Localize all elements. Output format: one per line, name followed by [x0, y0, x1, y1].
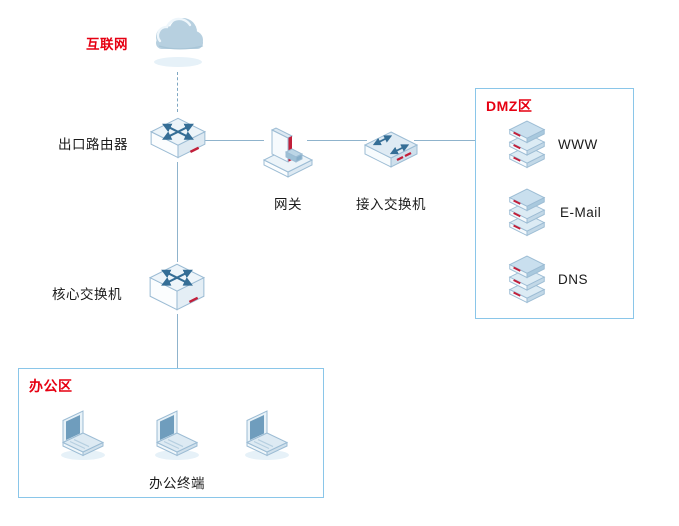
office-zone: 办公区 办公终端	[18, 368, 324, 498]
connector-router-gateway	[200, 140, 264, 141]
dmz-zone-title: DMZ区	[486, 98, 533, 114]
laptop-icon	[244, 410, 290, 461]
access-switch-icon	[361, 122, 421, 172]
server-icon	[508, 120, 546, 169]
server-www-label: WWW	[558, 137, 598, 152]
cloud-icon	[152, 16, 205, 69]
internet-label: 互联网	[86, 37, 128, 52]
server-icon	[508, 188, 546, 237]
router-icon	[147, 112, 209, 166]
connector-core-switch-office	[177, 314, 178, 368]
office-terminals-label: 办公终端	[149, 476, 205, 491]
connector-switch-dmz	[414, 140, 475, 141]
core-switch-icon	[146, 258, 208, 318]
core-switch-label: 核心交换机	[52, 287, 122, 302]
office-zone-title: 办公区	[29, 378, 73, 394]
laptop-icon	[154, 410, 200, 461]
exit-router-label: 出口路由器	[58, 137, 128, 152]
connector-router-core-switch	[177, 162, 178, 262]
gateway-label: 网关	[274, 197, 302, 212]
dmz-zone: DMZ区 WWW E-Mail DNS	[475, 88, 634, 319]
server-dns-label: DNS	[558, 272, 589, 287]
connector-internet-router	[177, 72, 178, 112]
access-switch-label: 接入交换机	[356, 197, 426, 212]
connector-gateway-switch	[307, 140, 367, 141]
laptop-icon	[60, 410, 106, 461]
gateway-icon	[263, 127, 313, 178]
server-icon	[508, 255, 546, 304]
server-email-label: E-Mail	[560, 205, 602, 220]
